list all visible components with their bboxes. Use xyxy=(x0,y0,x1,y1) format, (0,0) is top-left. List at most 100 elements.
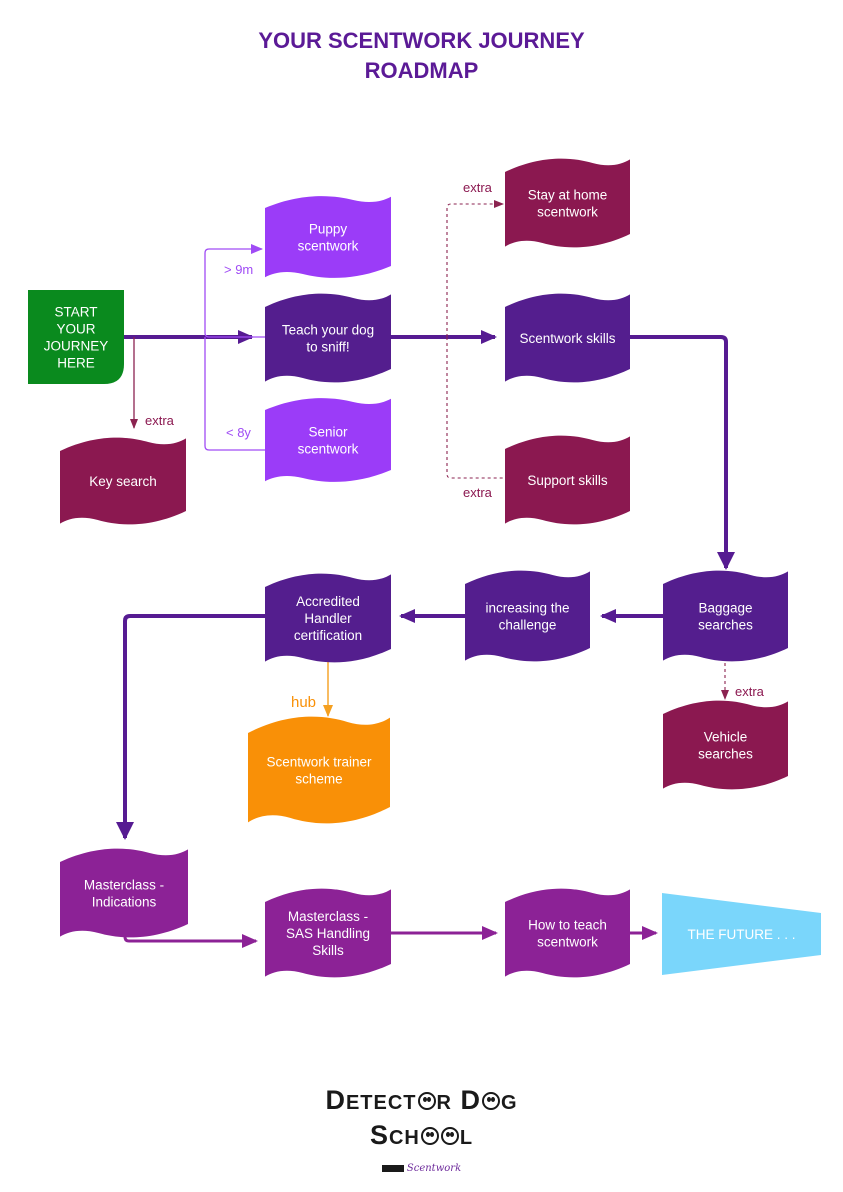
node-label: Accredited xyxy=(296,594,360,609)
node-label: scentwork xyxy=(298,239,359,254)
node-baggage: Baggage searches xyxy=(663,570,788,662)
edge-label-extra-vehicle: extra xyxy=(735,684,765,699)
logo-letter: D xyxy=(325,1085,346,1115)
node-label: How to teach xyxy=(528,918,607,933)
logo-text: R xyxy=(436,1092,452,1114)
node-trainer: Scentwork trainer scheme xyxy=(248,716,390,824)
node-shape xyxy=(662,893,821,975)
node-label: scentwork xyxy=(537,935,598,950)
node-shape xyxy=(265,888,391,978)
node-shape xyxy=(505,888,630,978)
tagline-text: Scentwork xyxy=(406,1163,462,1174)
node-label: Handler xyxy=(304,611,352,626)
logo-letter: D xyxy=(451,1085,481,1115)
edge-label-extra-support: extra xyxy=(463,485,493,500)
node-teach-sniff: Teach your dog to sniff! xyxy=(265,293,391,383)
node-label: Senior xyxy=(308,425,348,440)
node-shape xyxy=(505,158,630,248)
node-shape xyxy=(265,293,391,383)
node-shape xyxy=(248,716,390,824)
node-label: Key search xyxy=(89,474,157,489)
edge-label-extra-key: extra xyxy=(145,413,175,428)
title-line-2: ROADMAP xyxy=(364,58,479,83)
edge-label-gt9m: > 9m xyxy=(224,262,253,277)
scentwork-tagline: Scentwork xyxy=(381,1163,462,1174)
logo-text: CH xyxy=(388,1127,420,1149)
node-label: Scentwork skills xyxy=(519,331,615,346)
node-shape xyxy=(465,570,590,662)
node-shape xyxy=(265,398,391,482)
logo-text: G xyxy=(500,1092,518,1114)
paw-icon xyxy=(440,1127,459,1145)
node-shape xyxy=(265,573,391,663)
edge-label-hub: hub xyxy=(291,694,316,711)
node-puppy: Puppy scentwork xyxy=(265,196,391,278)
node-label: searches xyxy=(698,618,753,633)
edge-label-lt8y: < 8y xyxy=(226,425,251,440)
node-label: certification xyxy=(294,628,362,643)
page-title: YOUR SCENTWORK JOURNEY ROADMAP xyxy=(0,26,843,86)
node-stay-home: Stay at home scentwork xyxy=(505,158,630,248)
node-key-search: Key search xyxy=(60,437,186,525)
logo-letter: S xyxy=(369,1120,389,1150)
node-start: START YOUR JOURNEY HERE xyxy=(28,290,124,384)
node-label: challenge xyxy=(499,618,557,633)
node-label: to sniff! xyxy=(306,340,349,355)
node-label: searches xyxy=(698,747,753,762)
dog-silhouette-icon xyxy=(381,1165,404,1172)
node-shape xyxy=(663,570,788,662)
node-label: scheme xyxy=(295,772,342,787)
node-label: Vehicle xyxy=(704,730,748,745)
edge-labels-layer: > 9m < 8y extra extra extra extra hub xyxy=(145,180,765,711)
node-label: Puppy xyxy=(309,222,348,237)
paw-icon xyxy=(417,1092,436,1110)
logo-text: L xyxy=(459,1127,474,1149)
node-label: HERE xyxy=(57,356,95,371)
edges-layer xyxy=(116,200,735,948)
title-line-1: YOUR SCENTWORK JOURNEY xyxy=(258,28,585,53)
node-label: Skills xyxy=(312,943,344,958)
node-label: Teach your dog xyxy=(282,323,374,338)
node-label: scentwork xyxy=(537,205,598,220)
node-label: SAS Handling xyxy=(286,926,370,941)
edge-gt9m-to-puppy xyxy=(204,244,265,338)
node-label: Scentwork trainer xyxy=(266,755,372,770)
node-label: increasing the xyxy=(485,601,569,616)
node-label: Masterclass - xyxy=(84,878,164,893)
node-support: Support skills xyxy=(505,435,630,525)
node-shape xyxy=(663,700,788,790)
node-label: Support skills xyxy=(527,473,608,488)
edge-to-stay-home xyxy=(446,200,504,337)
node-label: Indications xyxy=(92,895,157,910)
paw-icon xyxy=(420,1127,439,1145)
node-challenge: increasing the challenge xyxy=(465,570,590,662)
nodes-layer: STARTYOURJOURNEYHEREPuppyscentworkTeach … xyxy=(28,158,821,978)
edge-lt8y-to-senior xyxy=(204,337,265,451)
node-label: YOUR xyxy=(56,322,95,337)
logo-text: ETECT xyxy=(345,1092,417,1114)
node-label: JOURNEY xyxy=(44,339,109,354)
node-shape xyxy=(505,435,630,525)
node-how-teach: How to teach scentwork xyxy=(505,888,630,978)
edge-skills-to-baggage xyxy=(630,335,735,570)
node-master-ind: Masterclass - Indications xyxy=(60,848,188,938)
edge-label-extra-stay: extra xyxy=(463,180,493,195)
node-label: START xyxy=(54,305,97,320)
paw-icon xyxy=(481,1092,500,1110)
edge-to-support xyxy=(446,337,505,479)
node-label: THE FUTURE . . . xyxy=(688,927,796,942)
node-label: Baggage xyxy=(698,601,752,616)
node-shape xyxy=(265,196,391,278)
node-label: Masterclass - xyxy=(288,909,368,924)
node-skills: Scentwork skills xyxy=(505,293,630,383)
node-shape xyxy=(505,293,630,383)
node-shape xyxy=(60,848,188,938)
node-label: Stay at home xyxy=(528,188,608,203)
edge-accredited-to-masterclass xyxy=(116,614,265,840)
